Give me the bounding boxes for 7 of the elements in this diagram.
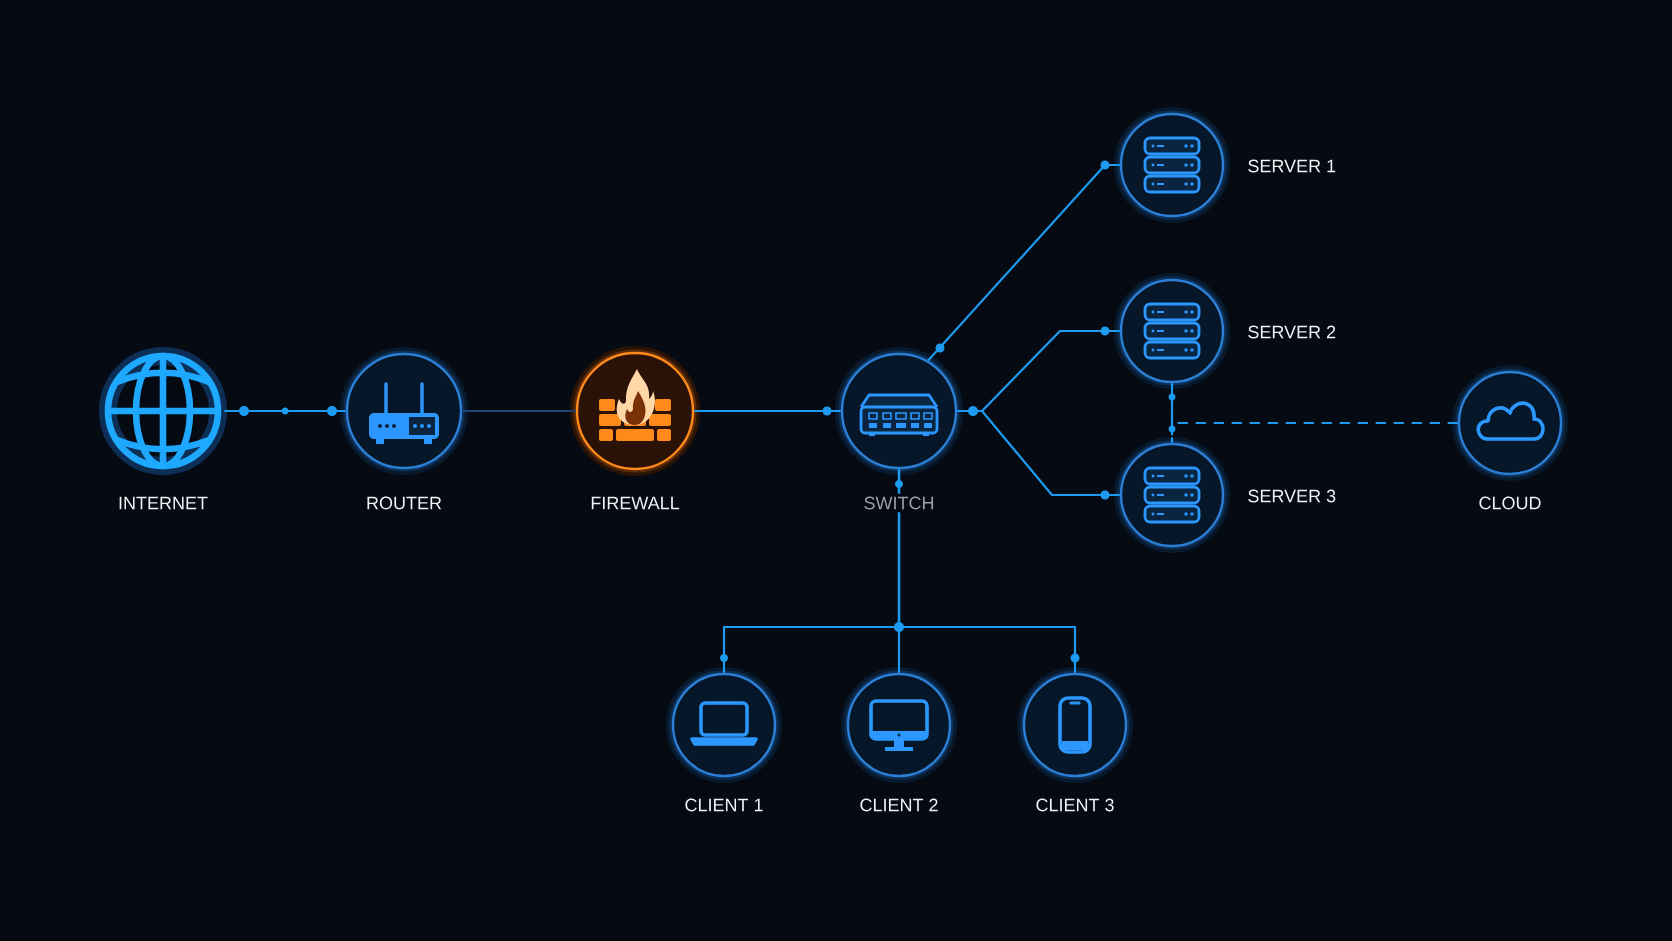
connector-line <box>224 407 346 415</box>
connector-line <box>694 409 841 413</box>
connector-line <box>462 409 576 413</box>
connector-line <box>897 469 1077 673</box>
connector-line <box>957 409 1120 497</box>
connector-line <box>1170 383 1174 443</box>
globe-icon <box>99 347 227 475</box>
